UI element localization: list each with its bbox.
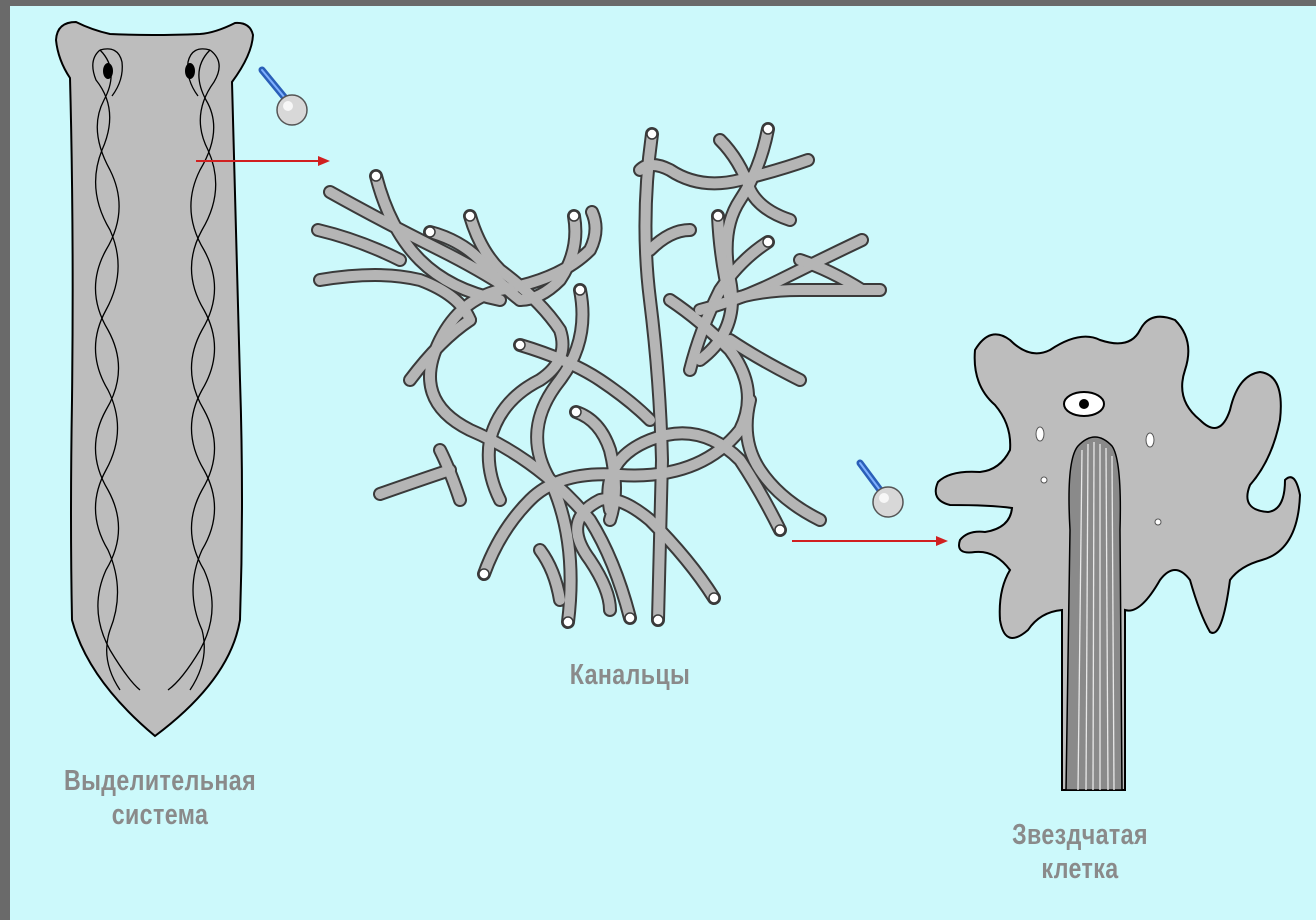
magnifier-icon [262, 70, 307, 125]
canals-label-text: Канальцы [550, 658, 710, 692]
flatworm-body [56, 22, 253, 736]
excretory-system-label-line2: система [56, 798, 264, 832]
star-cell-label-line2: клетка [992, 852, 1168, 886]
star-cell [936, 317, 1300, 790]
star-cell-label-line1: Звездчатая [992, 818, 1168, 852]
arrow-right-icon [792, 536, 948, 546]
flatworm [56, 22, 253, 736]
diagram-panel: Выделительная система Канальцы Звездчата… [10, 6, 1316, 920]
flatworm-eye-right [185, 63, 195, 79]
canals-label: Канальцы [550, 658, 710, 692]
canal-network [318, 124, 880, 627]
star-cell-label: Звездчатая клетка [992, 818, 1168, 886]
excretory-system-label: Выделительная система [56, 764, 264, 832]
excretory-system-label-line1: Выделительная [56, 764, 264, 798]
magnifier-icon [860, 463, 903, 517]
